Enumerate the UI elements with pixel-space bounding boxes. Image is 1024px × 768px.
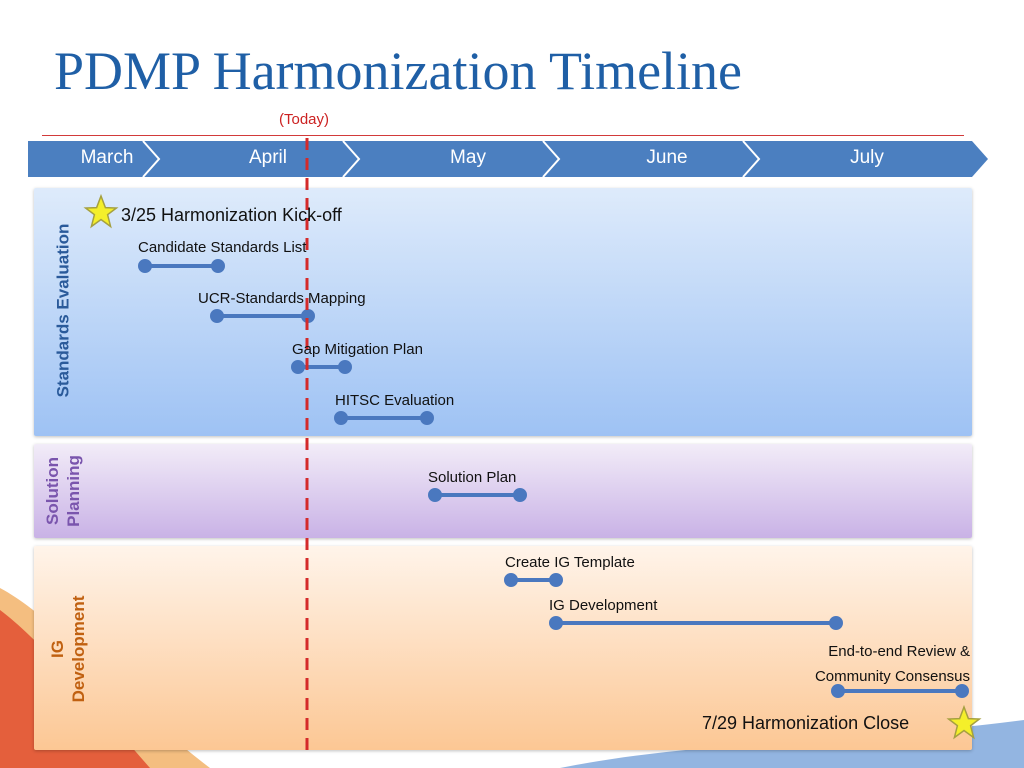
milestone-kickoff: 3/25 Harmonization Kick-off — [121, 205, 342, 225]
task-label-line: End-to-end Review & — [828, 643, 970, 660]
month-march: March — [80, 147, 134, 168]
month-divider — [342, 140, 361, 178]
task-bar-solution-plan — [428, 488, 527, 502]
today-label: (Today) — [279, 111, 330, 128]
task-label-ig-development: IG Development — [549, 597, 658, 614]
task-label-gap-mitigation: Gap Mitigation Plan — [292, 341, 423, 358]
month-may: May — [450, 147, 486, 168]
task-bar-e2e-review — [831, 684, 969, 698]
task-label-create-ig-template: Create IG Template — [505, 554, 635, 571]
milestone-close: 7/29 Harmonization Close — [702, 713, 910, 733]
task-label-ucr-mapping: UCR-Standards Mapping — [198, 290, 366, 307]
task-bar-create-ig-template — [504, 573, 563, 587]
month-june: June — [646, 147, 688, 168]
month-july: July — [850, 147, 884, 168]
month-divider — [742, 140, 761, 178]
task-bar-hitsc-evaluation — [334, 411, 434, 425]
task-bar-ucr-mapping — [210, 309, 315, 323]
star-icon — [946, 704, 982, 740]
task-label-candidate-standards: Candidate Standards List — [138, 239, 307, 256]
task-bar-gap-mitigation — [291, 360, 352, 374]
band-ig-development — [34, 546, 972, 750]
title-divider — [42, 135, 964, 136]
month-divider — [142, 140, 161, 178]
task-label-line: Community Consensus — [814, 668, 970, 685]
page-title: PDMP Harmonization Timeline — [54, 41, 743, 101]
band-solution-planning — [34, 444, 972, 538]
task-label-e2e-review: End-to-end Review & Community Consensus — [760, 639, 970, 689]
timeline-arrow — [28, 141, 988, 177]
month-divider — [542, 140, 561, 178]
task-bar-ig-development — [549, 616, 843, 630]
task-label-hitsc-evaluation: HITSC Evaluation — [335, 392, 455, 409]
task-bar-candidate-standards — [138, 259, 225, 273]
star-icon — [83, 193, 119, 229]
month-april: April — [248, 147, 287, 168]
band-standards-evaluation — [34, 188, 972, 436]
task-label-solution-plan: Solution Plan — [428, 469, 517, 486]
